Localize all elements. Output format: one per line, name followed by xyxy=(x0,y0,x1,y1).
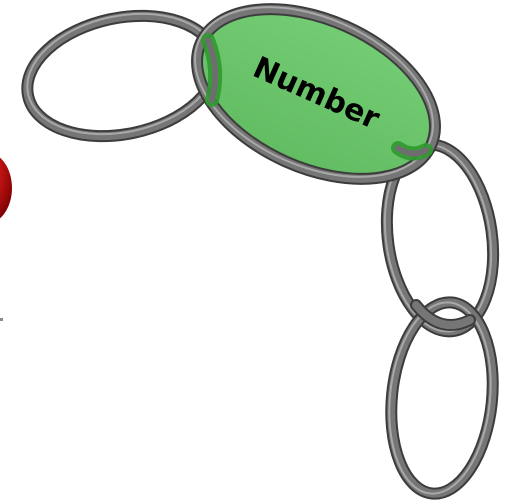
highlighted-link: Number xyxy=(169,0,461,213)
red-ball-partial xyxy=(0,152,12,224)
grey-dot xyxy=(0,318,3,321)
